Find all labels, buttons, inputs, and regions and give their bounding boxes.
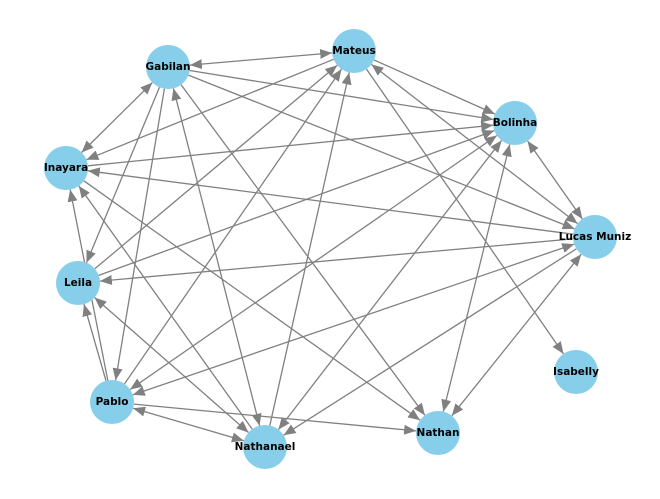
edge-inayara-to-bolinha bbox=[87, 121, 494, 167]
edge-gabilan-to-mateus bbox=[189, 48, 333, 70]
node-circle-mateus bbox=[332, 29, 376, 73]
node-circle-isabelly bbox=[554, 350, 598, 394]
edge-lucas-to-nathan bbox=[451, 253, 582, 417]
node-nathan: Nathan bbox=[416, 411, 460, 455]
node-label-leila: Leila bbox=[64, 277, 92, 289]
node-circle-gabilan bbox=[146, 45, 190, 89]
edge-mateus-to-inayara bbox=[86, 58, 334, 161]
node-bolinha: Bolinha bbox=[493, 101, 537, 145]
edge-inayara-to-nathan bbox=[83, 180, 421, 421]
node-label-pablo: Pablo bbox=[96, 396, 129, 408]
node-pablo: Pablo bbox=[90, 380, 134, 424]
edge-lucas-to-inayara bbox=[87, 167, 574, 235]
edge-leila-to-bolinha bbox=[98, 129, 495, 277]
edge-gabilan-to-inayara bbox=[81, 82, 153, 153]
edge-lucas-to-leila bbox=[99, 238, 574, 286]
node-nathanael: Nathanael bbox=[235, 425, 296, 469]
node-circle-leila bbox=[56, 261, 100, 305]
edge-gabilan-to-lucas bbox=[188, 74, 575, 230]
edge-pablo-to-nathanael bbox=[132, 406, 245, 443]
edge-pablo-to-nathan bbox=[133, 403, 417, 435]
edge-gabilan-to-nathanael bbox=[171, 88, 262, 426]
node-label-lucas: Lucas Muniz bbox=[559, 231, 632, 243]
edge-bolinha-to-nathanael bbox=[277, 140, 503, 430]
node-label-nathan: Nathan bbox=[417, 427, 460, 439]
node-inayara: Inayara bbox=[44, 146, 88, 190]
node-circle-inayara bbox=[44, 146, 88, 190]
edge-mateus-to-lucas bbox=[371, 63, 578, 225]
node-circle-lucas bbox=[573, 215, 617, 259]
node-label-gabilan: Gabilan bbox=[146, 61, 191, 73]
edge-bolinha-to-lucas bbox=[527, 140, 583, 220]
node-isabelly: Isabelly bbox=[553, 350, 599, 394]
node-circle-nathan bbox=[416, 411, 460, 455]
node-label-bolinha: Bolinha bbox=[493, 117, 537, 129]
edge-lucas-to-nathanael bbox=[283, 248, 577, 436]
node-circle-bolinha bbox=[493, 101, 537, 145]
edge-leila-to-mateus bbox=[94, 64, 338, 270]
node-leila: Leila bbox=[56, 261, 100, 305]
node-label-nathanael: Nathanael bbox=[235, 441, 296, 453]
node-label-isabelly: Isabelly bbox=[553, 366, 599, 378]
node-lucas: Lucas Muniz bbox=[559, 215, 632, 259]
node-gabilan: Gabilan bbox=[146, 45, 191, 89]
node-circle-pablo bbox=[90, 380, 134, 424]
node-mateus: Mateus bbox=[332, 29, 376, 73]
node-label-inayara: Inayara bbox=[44, 162, 88, 174]
node-label-mateus: Mateus bbox=[332, 45, 375, 57]
edges-layer bbox=[67, 48, 583, 443]
edge-nathanael-to-mateus bbox=[269, 72, 352, 426]
edge-gabilan-to-bolinha bbox=[189, 69, 494, 123]
node-circle-nathanael bbox=[243, 425, 287, 469]
